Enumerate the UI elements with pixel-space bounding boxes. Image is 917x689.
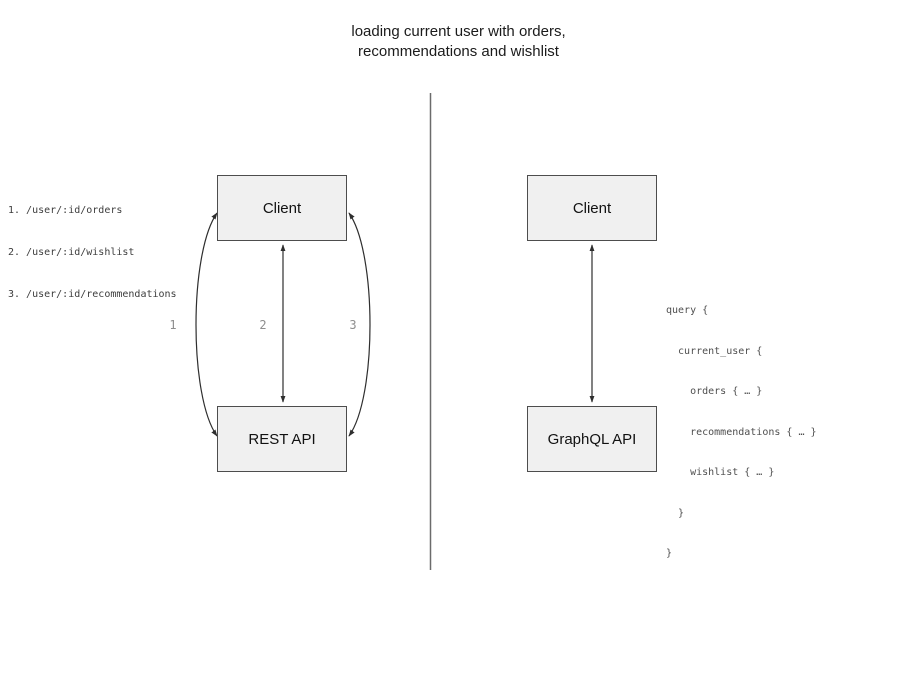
- endpoint-recommendations: 3. /user/:id/recommendations: [8, 289, 177, 300]
- query-line: }: [666, 548, 673, 559]
- graphql-api-node: GraphQL API: [527, 406, 657, 472]
- diagram-title: loading current user with orders, recomm…: [0, 22, 917, 62]
- endpoint-wishlist: 2. /user/:id/wishlist: [8, 247, 135, 258]
- title-line-2: recommendations and wishlist: [358, 43, 559, 60]
- rest-endpoints-list: 1. /user/:id/orders 2. /user/:id/wishlis…: [8, 176, 177, 330]
- client-node-left: Client: [217, 175, 347, 241]
- rest-api-node: REST API: [217, 406, 347, 472]
- arrow-label-3: 3: [349, 318, 357, 332]
- arrow-label-2: 2: [259, 318, 267, 332]
- query-line: recommendations { … }: [666, 426, 817, 438]
- query-line: orders { … }: [666, 386, 763, 397]
- query-line: wishlist { … }: [666, 467, 775, 478]
- query-line: }: [666, 507, 685, 519]
- query-line: current_user {: [666, 345, 763, 357]
- client-node-left-label: Client: [262, 199, 302, 217]
- client-node-right: Client: [527, 175, 657, 241]
- graphql-query-code: query { current_user { orders { … } reco…: [666, 277, 817, 588]
- rest-api-node-label: REST API: [248, 430, 316, 448]
- arrow-label-1: 1: [169, 318, 177, 332]
- title-line-1: loading current user with orders,: [351, 23, 566, 40]
- query-line: query {: [666, 305, 709, 316]
- client-node-right-label: Client: [572, 199, 612, 217]
- rest-arrow-1-orders: [195, 212, 218, 437]
- graphql-api-node-label: GraphQL API: [547, 430, 637, 448]
- endpoint-orders: 1. /user/:id/orders: [8, 205, 123, 216]
